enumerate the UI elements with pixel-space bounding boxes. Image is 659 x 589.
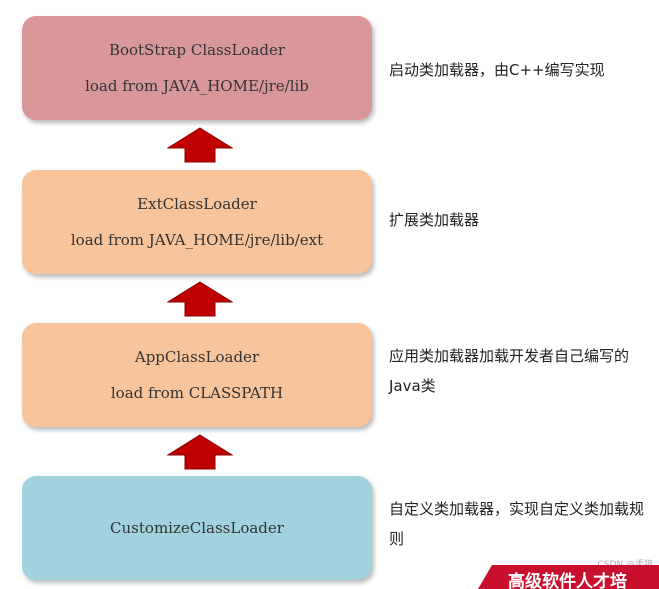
app-description: 应用类加载器加载开发者自己编写的Java类 bbox=[389, 347, 630, 395]
up-arrow-icon bbox=[167, 434, 233, 470]
ext-classloader-box: ExtClassLoader load from JAVA_HOME/jre/l… bbox=[22, 170, 372, 274]
bootstrap-classloader-box: BootStrap ClassLoader load from JAVA_HOM… bbox=[22, 16, 372, 120]
bootstrap-description: 启动类加载器，由C++编写实现 bbox=[389, 61, 605, 79]
customize-classloader-box: CustomizeClassLoader bbox=[22, 476, 372, 580]
box-subtitle: load from JAVA_HOME/jre/lib bbox=[85, 77, 309, 95]
box-title: BootStrap ClassLoader bbox=[108, 41, 286, 59]
app-classloader-box: AppClassLoader load from CLASSPATH bbox=[22, 323, 372, 427]
box-subtitle: load from CLASSPATH bbox=[110, 384, 284, 402]
up-arrow-icon bbox=[167, 127, 233, 163]
box-title: CustomizeClassLoader bbox=[110, 519, 284, 537]
up-arrow-icon bbox=[167, 281, 233, 317]
banner-text: 高级软件人才培 bbox=[508, 572, 627, 589]
footer-banner: 高级软件人才培 bbox=[478, 565, 659, 589]
box-title: AppClassLoader bbox=[134, 348, 260, 366]
customize-description: 自定义类加载器，实现自定义类加载规则 bbox=[389, 500, 645, 548]
ext-description: 扩展类加载器 bbox=[389, 211, 480, 229]
box-title: ExtClassLoader bbox=[137, 195, 257, 213]
box-subtitle: load from JAVA_HOME/jre/lib/ext bbox=[70, 231, 324, 249]
